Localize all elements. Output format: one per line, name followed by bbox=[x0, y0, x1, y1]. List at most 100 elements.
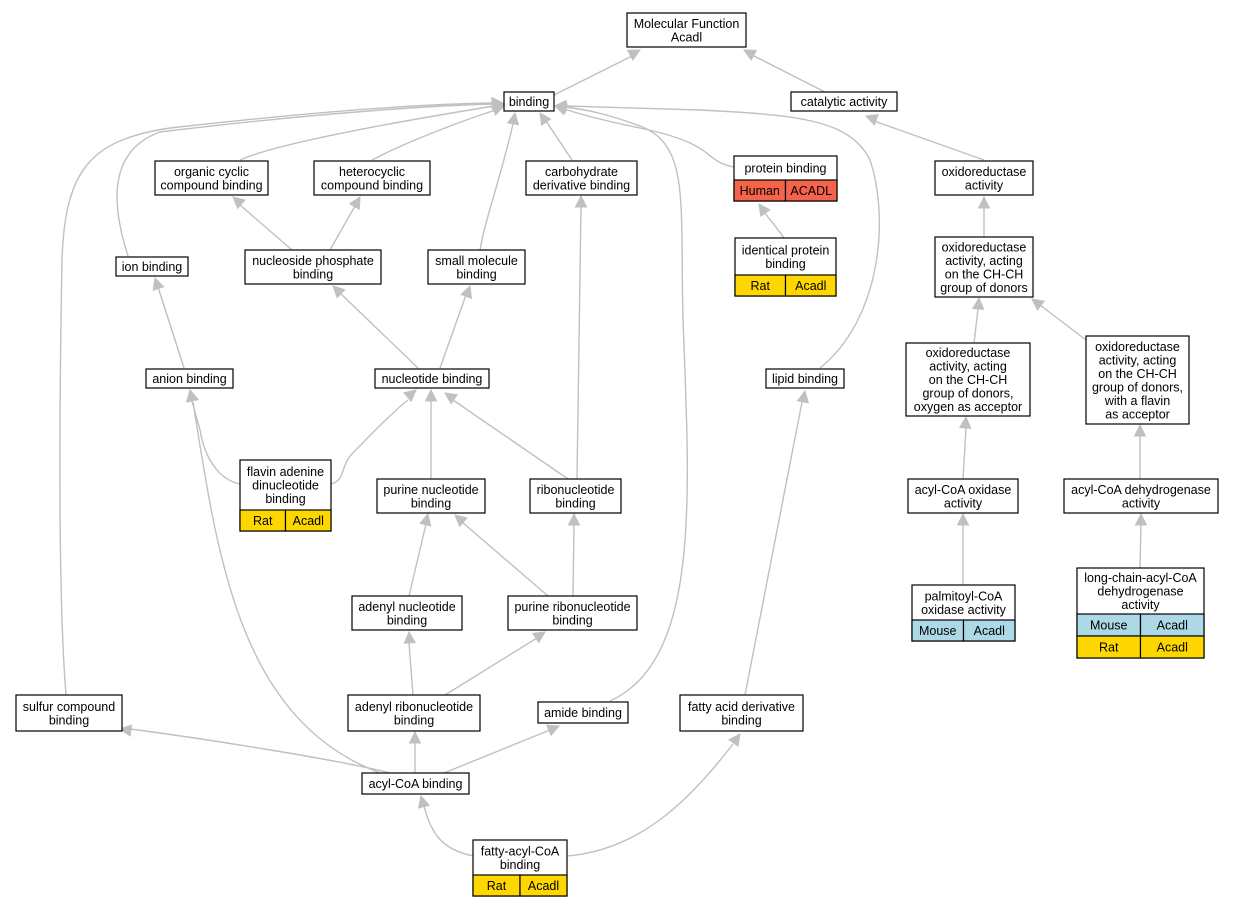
node-label-line: derivative binding bbox=[533, 178, 630, 192]
gene-label: ACADL bbox=[790, 184, 832, 198]
node-box bbox=[529, 478, 622, 514]
edge-line bbox=[191, 400, 241, 485]
node-label-line: compound binding bbox=[321, 178, 423, 192]
node-label-line: heterocyclic bbox=[339, 165, 405, 179]
node-box bbox=[347, 694, 481, 732]
edge-line bbox=[329, 205, 356, 251]
gene-label: Acadl bbox=[1157, 619, 1188, 633]
node-label-line: group of donors, bbox=[922, 387, 1013, 401]
node-long-chain[interactable]: long-chain-acyl-CoAdehydrogenaseactivity… bbox=[1076, 567, 1205, 659]
node-label-line: ribonucleotide bbox=[537, 483, 615, 497]
node-label-line: nucleotide binding bbox=[382, 372, 483, 386]
node-box bbox=[145, 368, 234, 389]
edge-line bbox=[461, 521, 549, 597]
node-label-line: compound binding bbox=[160, 178, 262, 192]
node-box bbox=[503, 91, 555, 112]
node-catalytic[interactable]: catalytic activity bbox=[790, 91, 898, 112]
arrow-head bbox=[460, 284, 472, 299]
edge-line bbox=[192, 401, 381, 774]
edge-purine-nuc-to-nucleotide bbox=[424, 388, 438, 479]
arrow-head bbox=[332, 285, 346, 299]
edge-purine-ribonuc-to-ribonuc bbox=[567, 512, 581, 597]
arrow-head bbox=[348, 196, 361, 211]
edge-line bbox=[116, 103, 493, 257]
node-label-line: binding bbox=[394, 713, 434, 727]
arrow-head bbox=[186, 388, 199, 403]
arrow-head bbox=[545, 724, 561, 737]
arrow-head bbox=[506, 111, 520, 126]
edge-acyl-coa-to-anion bbox=[186, 388, 381, 774]
edge-anion-to-ion bbox=[152, 276, 185, 369]
node-label-line: fatty-acyl-CoA bbox=[481, 844, 560, 858]
edge-acyl-dehydro-to-oxido-flavin bbox=[1133, 423, 1147, 479]
node-lipid[interactable]: lipid binding bbox=[765, 368, 845, 389]
edge-nuc-phosphate-to-organic-cyclic bbox=[232, 196, 293, 251]
node-anion[interactable]: anion binding bbox=[145, 368, 234, 389]
edge-acyl-coa-to-adenyl-ribonuc bbox=[408, 730, 422, 773]
node-label-line: oxidoreductase bbox=[942, 240, 1027, 254]
node-amide[interactable]: amide binding bbox=[537, 701, 629, 724]
gene-label: Acadl bbox=[528, 879, 559, 893]
node-binding[interactable]: binding bbox=[503, 91, 555, 112]
edge-acyl-coa-to-amide bbox=[443, 724, 561, 774]
node-label-line: acyl-CoA binding bbox=[369, 777, 463, 791]
node-nucleotide[interactable]: nucleotide binding bbox=[374, 368, 490, 389]
species-label: Rat bbox=[487, 879, 507, 893]
arrow-head bbox=[531, 631, 546, 644]
edge-line bbox=[129, 728, 391, 774]
node-acyl-coa[interactable]: acyl-CoA binding bbox=[361, 772, 470, 795]
gene-cell bbox=[962, 619, 1016, 642]
arrow-head bbox=[956, 512, 970, 526]
node-ion[interactable]: ion binding bbox=[115, 256, 189, 277]
edge-fad-to-anion bbox=[186, 388, 241, 485]
edge-line bbox=[339, 292, 419, 369]
edge-line bbox=[443, 729, 551, 774]
node-label-line: palmitoyl-CoA bbox=[925, 589, 1003, 603]
arrow-head bbox=[1031, 298, 1045, 311]
edge-lipid-to-binding bbox=[553, 99, 881, 369]
arrow-head bbox=[977, 195, 991, 209]
node-label-line: on the CH-CH bbox=[929, 373, 1008, 387]
node-box bbox=[15, 694, 123, 732]
arrow-head bbox=[1134, 512, 1148, 526]
node-label-line: activity bbox=[965, 178, 1004, 192]
edge-identical-protein-to-protein bbox=[758, 203, 785, 239]
edge-carbohydrate-to-binding bbox=[539, 112, 573, 161]
edge-line bbox=[751, 54, 826, 93]
edge-line bbox=[444, 637, 538, 696]
node-label-line: oxidase activity bbox=[921, 603, 1007, 617]
node-label-line: with a flavin bbox=[1104, 394, 1170, 408]
node-label-line: catalytic activity bbox=[801, 95, 889, 109]
edge-line bbox=[239, 105, 495, 161]
edge-line bbox=[1039, 304, 1087, 341]
node-box bbox=[115, 256, 189, 277]
edge-nuc-phosphate-to-heterocyclic bbox=[329, 196, 361, 251]
arrow-head bbox=[539, 112, 552, 127]
edge-ribonuc-to-nucleotide bbox=[444, 392, 569, 480]
edge-line bbox=[576, 206, 582, 480]
